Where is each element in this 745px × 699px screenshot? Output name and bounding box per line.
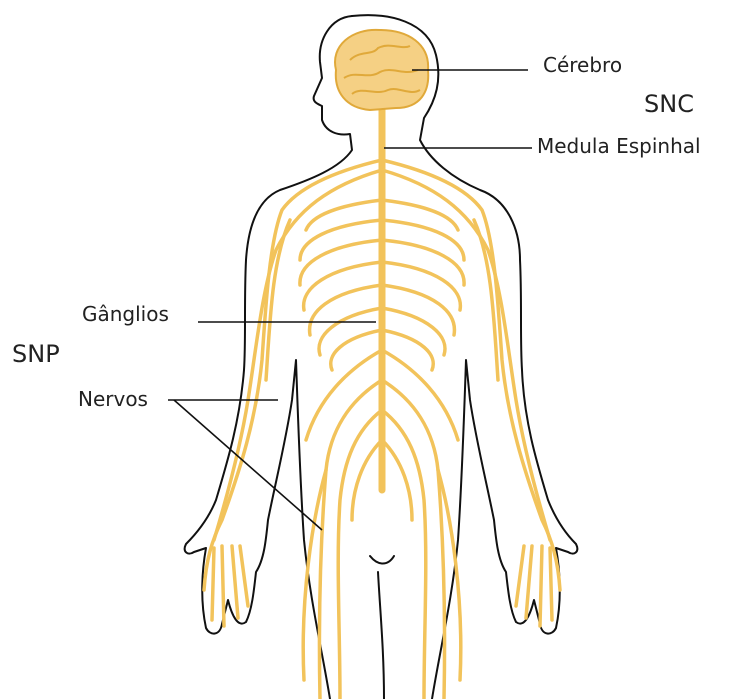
nerve-network (204, 110, 560, 699)
label-medula-espinhal: Medula Espinhal (537, 136, 701, 156)
label-nervos: Nervos (78, 389, 148, 409)
label-ganglios: Gânglios (82, 304, 169, 324)
label-cerebro: Cérebro (543, 55, 622, 75)
label-snc: SNC (644, 92, 694, 116)
label-snp: SNP (12, 342, 60, 366)
